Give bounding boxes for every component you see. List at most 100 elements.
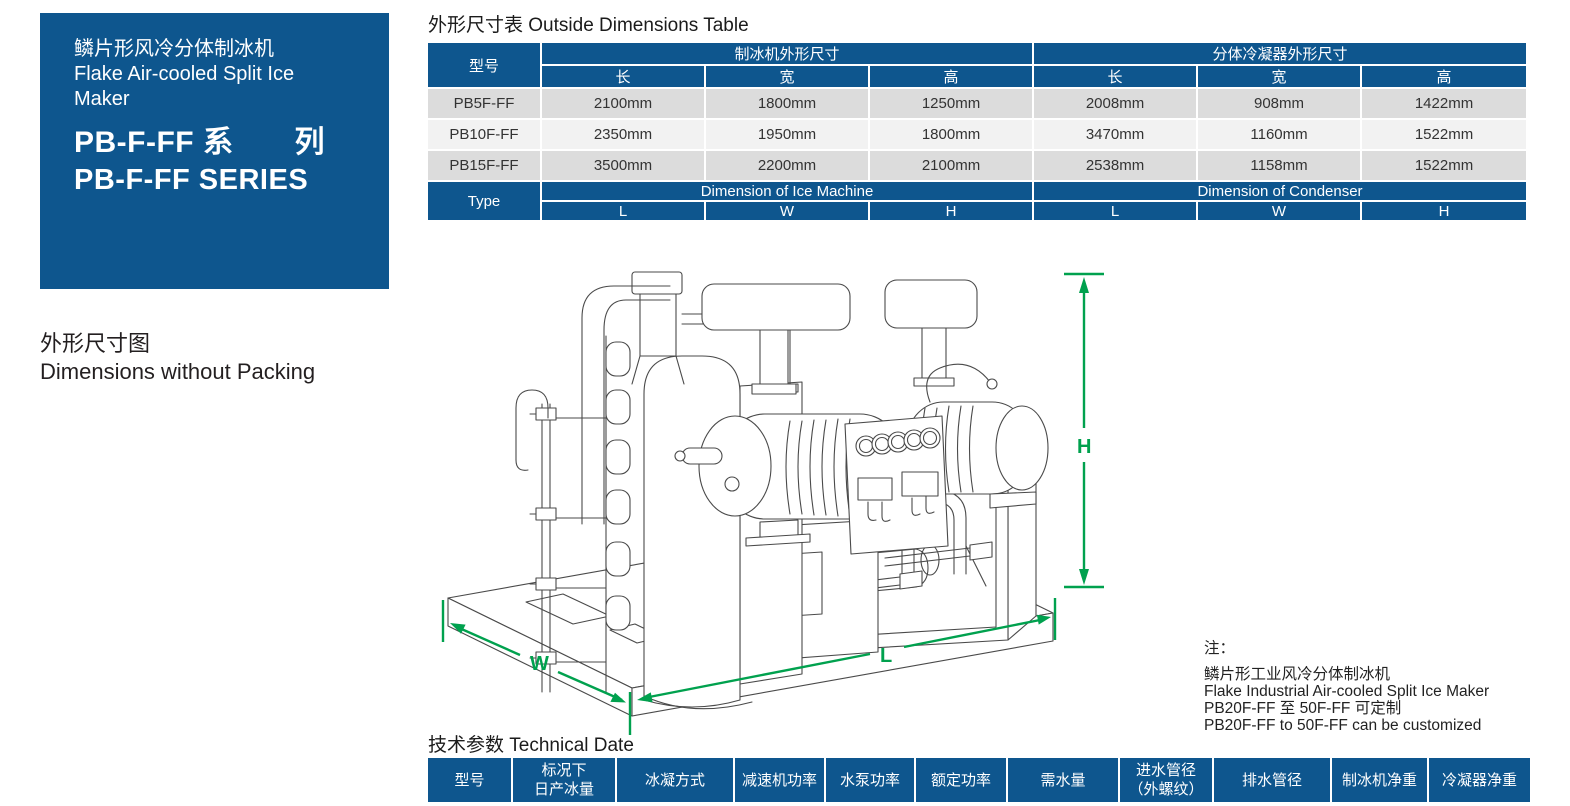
dimension-h: H [1064,272,1104,589]
tech-header-rated-power: 额定功率 [914,756,1008,804]
figure-heading-en: Dimensions without Packing [40,359,316,384]
model-cell: PB5F-FF [426,87,542,120]
col-header: 宽 [1196,64,1363,89]
header-line: 冰凝方式 [644,771,705,789]
table-subheader-row-zh: 长 宽 高 长 宽 高 [427,64,1529,89]
technical-header-row: 型号 标况下 日产冰量 冰凝方式 减速机功率 水泵功率 额定功率 需水量 进水管 [426,756,1532,804]
tech-header-condenser-weight: 冷凝器净重 [1427,756,1532,804]
header-line: 进水管径 [1135,762,1196,779]
header-line: 需水量 [1040,771,1086,789]
header-line: 排水管径 [1241,771,1302,789]
model-cell: PB10F-FF [426,118,542,151]
header-line: 型号 [454,771,485,789]
tech-header-pump-power: 水泵功率 [824,756,916,804]
value-cell: 1250mm [867,87,1035,120]
header-line: （外螺纹） [1128,781,1204,798]
tech-header-drain-pipe: 排水管径 [1212,756,1332,804]
condenser-group-header-en: Dimension of Condenser [1032,180,1529,202]
value-cell: 3470mm [1032,118,1199,151]
pressure-gauges [855,427,941,457]
tech-header-condensing-mode: 冰凝方式 [615,756,735,804]
tech-header-water-demand: 需水量 [1006,756,1120,804]
tech-header-inlet-pipe: 进水管径 （外螺纹） [1118,756,1214,804]
dimension-w: W [441,600,626,703]
dimension-label-h: H [1077,436,1091,458]
header-line: 水泵功率 [839,771,900,789]
tech-header-reducer-power: 减速机功率 [733,756,826,804]
table-subheader-row-en: L W H L W H [427,200,1529,222]
table-row: PB10F-FF 2350mm 1950mm 1800mm 3470mm 116… [426,118,1529,151]
col-header: 长 [540,64,706,89]
note-line: 鳞片形工业风冷分体制冰机 [1204,666,1391,683]
col-header: 宽 [704,64,870,89]
ice-machine-group-header: 制冰机外形尺寸 [539,41,1035,66]
tech-header-model: 型号 [426,756,513,804]
series-name-zh: PB-F-FF 系 列 [74,126,325,159]
value-cell: 3500mm [540,149,706,182]
type-header-cell: Type [426,180,542,222]
value-cell: 2350mm [540,118,706,151]
notes-block: 注： 鳞片形工业风冷分体制冰机 Flake Industrial Air-coo… [1204,640,1544,734]
header-line: 冷凝器净重 [1441,771,1517,789]
technical-parameters-title: 技术参数 Technical Date [428,735,634,756]
value-cell: 2200mm [704,149,870,182]
compressor-assembly [674,279,1049,555]
figure-heading: 外形尺寸图 Dimensions without Packing [40,330,315,386]
value-cell: 1950mm [704,118,870,151]
value-cell: 1800mm [704,87,870,120]
header-line: 标况下 [541,762,587,779]
value-cell: 1800mm [867,118,1035,151]
valve-fittings [529,407,607,665]
dimension-l: L [628,598,1057,735]
value-cell: 2100mm [867,149,1035,182]
product-title-panel: 鳞片形风冷分体制冰机 Flake Air-cooled Split Ice Ma… [40,13,389,289]
col-header: H [867,200,1035,222]
outside-dimensions-table: 型号 制冰机外形尺寸 分体冷凝器外形尺寸 长 宽 高 长 宽 高 PB5F-FF… [426,41,1529,222]
header-line: 减速机功率 [741,771,817,789]
value-cell: 908mm [1196,87,1363,120]
note-line: PB20F-FF to 50F-FF can be customized [1204,717,1482,734]
header-line: 额定功率 [930,771,991,789]
table-row: PB5F-FF 2100mm 1800mm 1250mm 2008mm 908m… [426,87,1529,120]
tech-header-daily-ice: 标况下 日产冰量 [511,756,617,804]
col-header: W [1196,200,1363,222]
table-row: PB15F-FF 3500mm 2200mm 2100mm 2538mm 115… [426,149,1529,182]
model-header-cell: 型号 [426,41,542,89]
value-cell: 2008mm [1032,87,1199,120]
dimension-label-w: W [530,653,549,675]
figure-heading-zh: 外形尺寸图 [40,331,151,356]
col-header: 高 [867,64,1035,89]
table-group-footer-row: Type Dimension of Ice Machine Dimension … [426,180,1529,222]
technical-parameters-table: 型号 标况下 日产冰量 冰凝方式 减速机功率 水泵功率 额定功率 需水量 进水管 [426,756,1532,804]
note-line: PB20F-FF 至 50F-FF 可定制 [1204,700,1402,717]
col-header: W [704,200,870,222]
ice-maker-technical-drawing: H W L [441,271,1104,735]
value-cell: 2100mm [540,87,706,120]
value-cell: 1158mm [1196,149,1363,182]
header-line: 制冰机净重 [1341,771,1417,789]
note-line: Flake Industrial Air-cooled Split Ice Ma… [1204,683,1490,700]
dimension-label-l: L [880,645,892,667]
col-header: H [1360,200,1529,222]
note-label: 注： [1204,640,1236,657]
col-header: 高 [1360,64,1529,89]
model-cell: PB15F-FF [426,149,542,182]
value-cell: 2538mm [1032,149,1199,182]
col-header: 长 [1032,64,1199,89]
ice-machine-group-header-en: Dimension of Ice Machine [539,180,1035,202]
value-cell: 1522mm [1360,149,1529,182]
header-line: 日产冰量 [533,781,594,798]
value-cell: 1422mm [1360,87,1529,120]
product-title-en-line2: Maker [74,88,130,110]
series-name-en: PB-F-FF SERIES [74,164,309,196]
condenser-group-header: 分体冷凝器外形尺寸 [1032,41,1529,66]
product-title-zh: 鳞片形风冷分体制冰机 [74,38,274,60]
col-header: L [540,200,706,222]
col-header: L [1032,200,1199,222]
value-cell: 1160mm [1196,118,1363,151]
outside-dimensions-title: 外形尺寸表 Outside Dimensions Table [428,15,749,36]
product-title-en-line1: Flake Air-cooled Split Ice [74,63,295,85]
dimension-annotations: H W L [441,272,1104,735]
value-cell: 1522mm [1360,118,1529,151]
table-group-header-row: 型号 制冰机外形尺寸 分体冷凝器外形尺寸 [426,41,1529,89]
